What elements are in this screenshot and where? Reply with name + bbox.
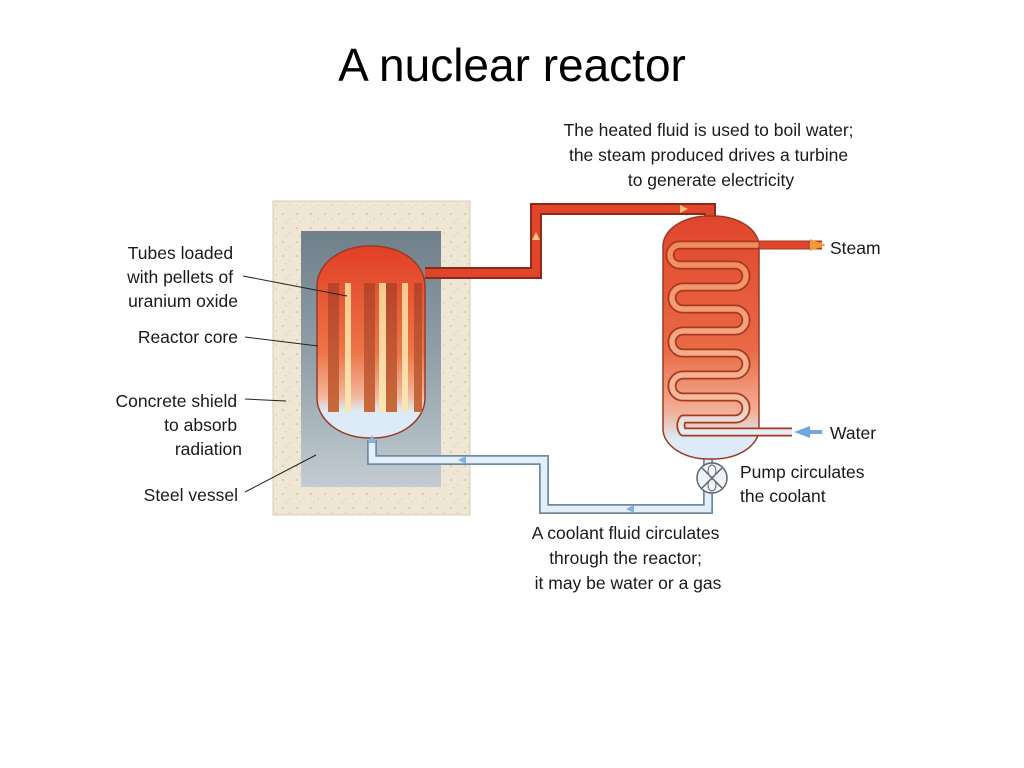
leader-lines [242, 275, 348, 493]
fuel-tubes [328, 283, 422, 412]
flow-arrow-left-icon [458, 456, 466, 464]
flow-arrow-up-icon [532, 232, 540, 240]
water-arrow-icon [794, 426, 810, 438]
slide-title: A nuclear reactor [338, 39, 686, 91]
label-steam: Steam [830, 238, 881, 258]
label-heated-fluid: The heated fluid is used to boil water; … [564, 120, 859, 190]
label-tubes: Tubes loaded with pellets of uranium oxi… [126, 243, 238, 311]
label-steel-vessel: Steel vessel [144, 485, 238, 505]
flow-arrow-right-icon [680, 205, 688, 213]
flow-arrow-left-icon [626, 505, 634, 513]
coolant-inlet-arrow-icon [368, 435, 376, 443]
label-reactor-core: Reactor core [138, 327, 238, 347]
steam-arrow-icon [810, 239, 826, 251]
label-concrete-shield: Concrete shield to absorb radiation [116, 391, 242, 459]
label-water: Water [830, 423, 876, 443]
pump-icon [696, 462, 728, 494]
label-coolant: A coolant fluid circulates through the r… [532, 523, 725, 593]
label-pump: Pump circulates the coolant [740, 462, 869, 506]
